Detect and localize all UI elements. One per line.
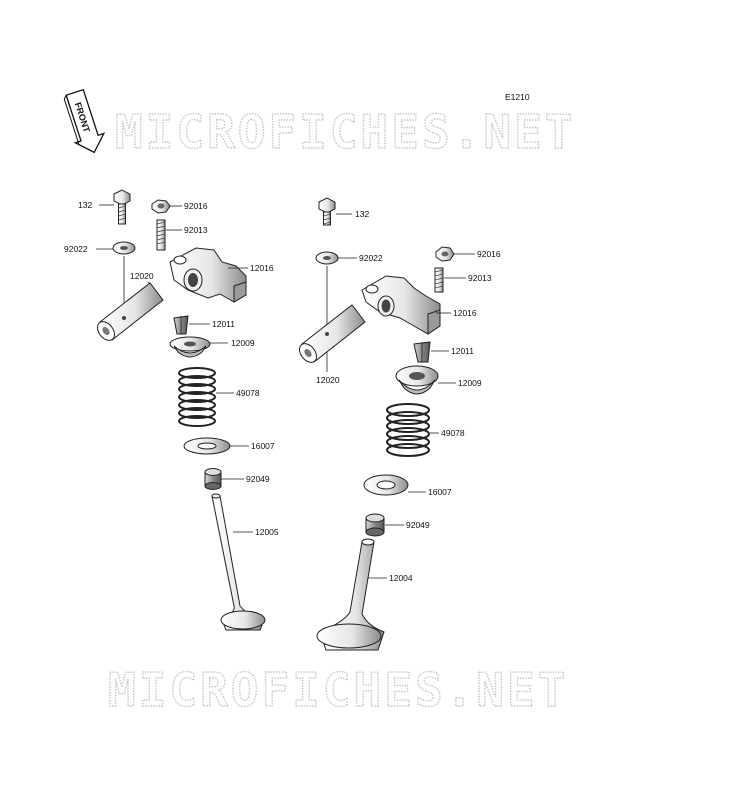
- left-retainer-icon: [169, 336, 211, 358]
- right-bolt-icon: [318, 197, 336, 226]
- right-adjust-screw-icon: [434, 267, 444, 293]
- left-adjust-screw-icon: [156, 219, 166, 251]
- right-shaft-icon: [299, 304, 366, 363]
- right-nut-label: 92016: [477, 249, 501, 259]
- right-spring-seat-icon: [363, 474, 409, 496]
- left-washer-icon: [112, 241, 136, 255]
- right-seal-icon: [365, 513, 385, 537]
- left-shaft-icon: [97, 282, 164, 341]
- left-spring-label: 49078: [236, 388, 260, 398]
- right-rocker-arm-label: 12016: [453, 308, 477, 318]
- left-nut-label: 92016: [184, 201, 208, 211]
- left-shaft-label: 12020: [130, 271, 154, 281]
- left-valve-label: 12005: [255, 527, 279, 537]
- left-spring-icon: [178, 367, 216, 427]
- right-washer-icon: [315, 251, 339, 265]
- left-bolt-icon: [113, 189, 131, 225]
- right-shaft-label: 12020: [316, 375, 340, 385]
- left-bolt-label: 132: [78, 200, 92, 210]
- left-spring-seat-icon: [183, 437, 231, 455]
- left-nut-icon: [151, 199, 171, 214]
- diagram-code: E1210: [505, 92, 530, 102]
- left-rocker-arm-icon: [169, 247, 247, 303]
- left-cotter-label: 12011: [212, 319, 235, 329]
- right-seal-label: 92049: [406, 520, 430, 530]
- right-cotter-icon: [413, 341, 431, 363]
- right-retainer-label: 12009: [458, 378, 482, 388]
- left-valve-icon: [211, 493, 266, 631]
- watermark-bottom: MICROFICHES.NET: [108, 663, 568, 717]
- left-cotter-icon: [173, 315, 189, 335]
- right-washer-label: 92022: [359, 253, 383, 263]
- left-seal-icon: [204, 468, 222, 490]
- right-spring-label: 49078: [441, 428, 465, 438]
- right-rocker-arm-icon: [361, 275, 441, 335]
- right-bolt-label: 132: [355, 209, 369, 219]
- watermark-top: MICROFICHES.NET: [115, 105, 575, 159]
- right-spring-seat-label: 16007: [428, 487, 452, 497]
- right-assembly: 132 92022 92016 92013 12020: [299, 197, 501, 651]
- right-valve-label: 12004: [389, 573, 413, 583]
- left-assembly: 132 92016 92013 92022 120: [64, 189, 279, 631]
- left-spring-seat-label: 16007: [251, 441, 275, 451]
- right-retainer-icon: [395, 365, 439, 395]
- left-rocker-arm-label: 12016: [250, 263, 274, 273]
- left-retainer-label: 12009: [231, 338, 255, 348]
- right-spring-icon: [386, 403, 430, 457]
- left-washer-label: 92022: [64, 244, 88, 254]
- left-seal-label: 92049: [246, 474, 270, 484]
- right-nut-icon: [435, 246, 455, 262]
- right-cotter-label: 12011: [451, 346, 474, 356]
- right-valve-icon: [316, 538, 385, 651]
- left-adjust-screw-label: 92013: [184, 225, 208, 235]
- front-arrow-icon: FRONT: [63, 88, 106, 154]
- right-adjust-screw-label: 92013: [468, 273, 492, 283]
